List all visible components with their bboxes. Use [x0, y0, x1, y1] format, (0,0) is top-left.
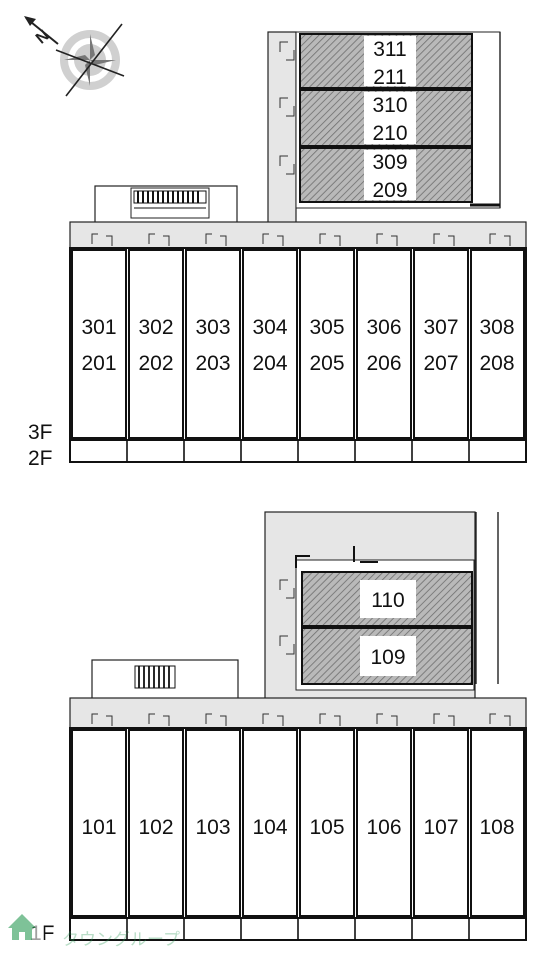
unit-305-205: 305 205 — [299, 249, 355, 439]
unit-number-lower: 201 — [81, 352, 116, 375]
north-arrow-icon — [24, 16, 59, 45]
unit-number: 102 — [138, 816, 173, 839]
floor-label-3f: 3F — [28, 421, 53, 444]
unit-number-upper: 301 — [81, 316, 116, 339]
unit-104: 104 — [242, 729, 298, 917]
annex-unit-310-210: 310 210 — [299, 89, 473, 147]
unit-number-upper: 304 — [252, 316, 287, 339]
staircase-icon — [133, 190, 207, 209]
unit-number-upper: 306 — [366, 316, 401, 339]
unit-number-lower: 208 — [479, 352, 514, 375]
annex-unit-311-211: 311 211 — [299, 33, 473, 89]
unit-number-upper: 303 — [195, 316, 230, 339]
unit-306-206: 306 206 — [356, 249, 412, 439]
unit-101: 101 — [71, 729, 127, 917]
floor-label-2f: 2F — [28, 447, 53, 470]
unit-number: 108 — [479, 816, 514, 839]
unit-308-208: 308 208 — [470, 249, 525, 439]
unit-number-lower: 211 — [373, 66, 406, 89]
door-icon — [91, 233, 511, 246]
town-group-logo: タウングループ — [0, 906, 180, 949]
door-icon — [279, 579, 295, 655]
unit-number-lower: 203 — [195, 352, 230, 375]
unit-number: 101 — [81, 816, 116, 839]
annex-unit-110: 110 — [301, 571, 473, 627]
compass-rose-icon — [55, 23, 125, 97]
unit-number-lower: 206 — [366, 352, 401, 375]
unit-number: 105 — [309, 816, 344, 839]
unit-102: 102 — [128, 729, 184, 917]
logo-text: タウングループ — [62, 930, 180, 949]
unit-number: 109 — [370, 646, 405, 669]
unit-number-lower: 210 — [372, 122, 407, 145]
unit-106: 106 — [356, 729, 412, 917]
door-icon — [91, 713, 511, 726]
unit-number-lower: 205 — [309, 352, 344, 375]
unit-number-upper: 309 — [372, 151, 407, 174]
unit-number-upper: 305 — [309, 316, 344, 339]
annex-unit-109: 109 — [301, 627, 473, 685]
unit-105: 105 — [299, 729, 355, 917]
upper-floor-plan: 311 211 310 210 309 209 — [28, 31, 527, 470]
unit-304-204: 304 204 — [242, 249, 298, 439]
door-icon — [295, 546, 378, 568]
door-icon — [279, 41, 295, 175]
unit-108: 108 — [470, 729, 525, 917]
unit-number: 107 — [423, 816, 458, 839]
unit-103: 103 — [185, 729, 241, 917]
unit-number-upper: 311 — [373, 38, 406, 61]
compass: N — [24, 16, 125, 97]
main-units-upper: 301 201 302 202 303 203 304 204 305 — [71, 249, 525, 439]
unit-number: 106 — [366, 816, 401, 839]
main-units-lower: 101 102 103 104 105 106 — [71, 729, 525, 917]
unit-number-lower: 207 — [423, 352, 458, 375]
unit-number-upper: 310 — [372, 94, 407, 117]
unit-number-upper: 307 — [423, 316, 458, 339]
staircase-icon — [134, 665, 176, 689]
unit-number-lower: 202 — [138, 352, 173, 375]
unit-number-lower: 209 — [372, 179, 407, 202]
unit-number-upper: 308 — [479, 316, 514, 339]
unit-303-203: 303 203 — [185, 249, 241, 439]
unit-302-202: 302 202 — [128, 249, 184, 439]
unit-number-upper: 302 — [138, 316, 173, 339]
unit-number: 110 — [371, 589, 404, 612]
house-logo-icon — [8, 914, 36, 940]
annex-unit-309-209: 309 209 — [299, 147, 473, 203]
unit-number: 103 — [195, 816, 230, 839]
unit-number: 104 — [252, 816, 287, 839]
lower-floor-plan: 110 109 101 102 103 — [30, 511, 527, 945]
unit-301-201: 301 201 — [71, 249, 127, 439]
compass-north-label: N — [33, 27, 53, 47]
unit-number-lower: 204 — [252, 352, 287, 375]
unit-307-207: 307 207 — [413, 249, 469, 439]
unit-107: 107 — [413, 729, 469, 917]
